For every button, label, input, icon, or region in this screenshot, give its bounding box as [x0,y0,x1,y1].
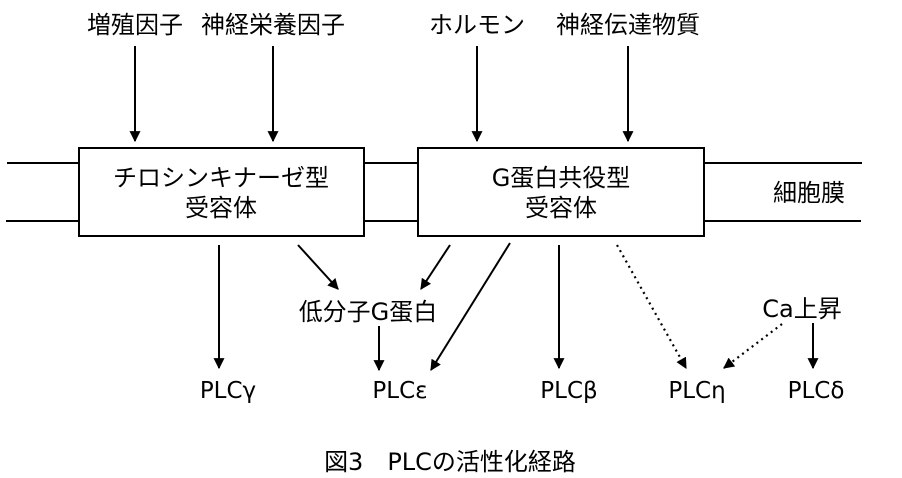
ligand-growth-factor: 増殖因子 [87,11,183,39]
receptor-rtk-line1: チロシンキナーゼ型 [113,164,329,192]
ligand-neurotransmitter: 神経伝達物質 [556,11,700,39]
receptor-box-rtk [78,147,365,237]
membrane-label: 細胞膜 [773,179,845,207]
arrow-gpcr-to-small-g [420,244,451,290]
small-g-protein-label: 低分子G蛋白 [299,298,438,326]
dotted-arrow-ca-to-plc-eta [723,323,783,369]
receptor-rtk-line2: 受容体 [185,194,257,222]
ligand-neurotrophic-factor: 神経栄養因子 [201,11,345,39]
cell-membrane [6,162,862,222]
arrow-rtk-to-small-g [297,244,339,290]
arrow-gpcr-to-plc-epsilon [430,242,511,371]
dotted-arrow-gpcr-to-plc-eta [616,244,687,369]
ca-rise-label: Ca上昇 [762,295,841,323]
plc-gamma-label: PLCγ [200,378,256,404]
receptor-gpcr-line1: G蛋白共役型 [492,164,631,192]
figure-caption: 図3 PLCの活性化経路 [324,448,576,476]
plc-epsilon-label: PLCε [372,378,427,404]
receptor-box-gpcr [417,147,705,237]
plc-delta-label: PLCδ [788,378,845,404]
plc-eta-label: PLCη [668,378,725,404]
ligand-hormone: ホルモン [429,11,525,39]
receptor-gpcr-line2: 受容体 [525,194,597,222]
plc-beta-label: PLCβ [540,378,597,404]
